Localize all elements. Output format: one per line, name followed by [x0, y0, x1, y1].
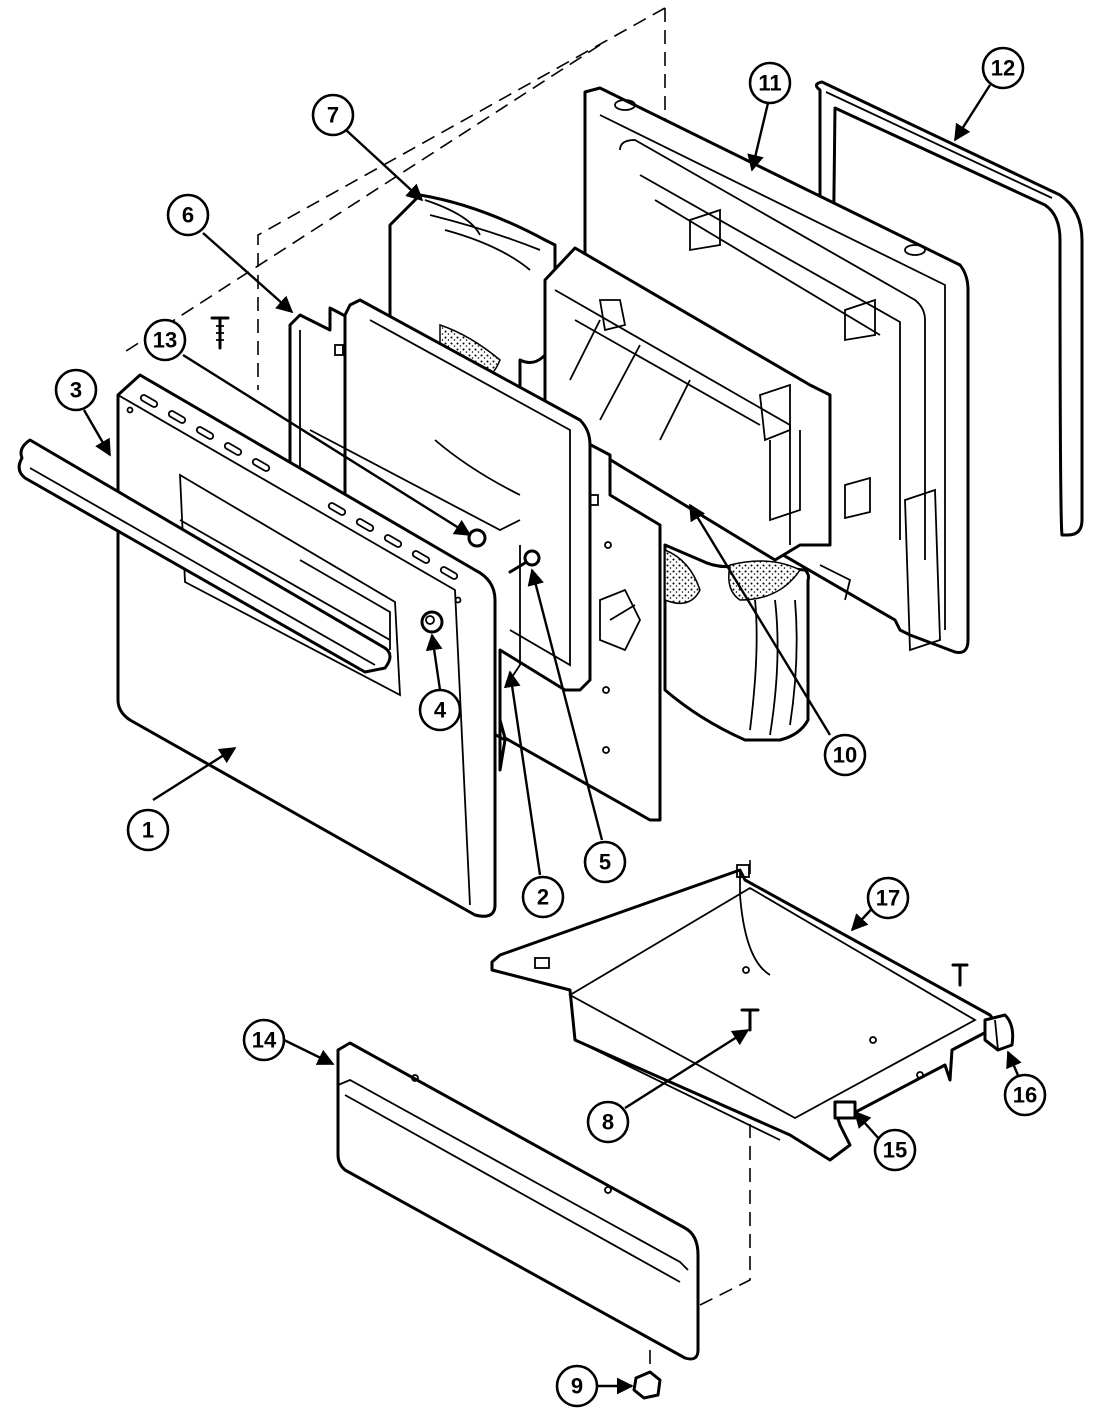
callout-label: 7	[327, 103, 339, 128]
callout-17: 17	[866, 876, 910, 920]
callout-label: 5	[599, 850, 611, 875]
callout-label: 10	[833, 743, 857, 768]
callout-label: 1	[142, 818, 154, 843]
callout-8: 8	[586, 1100, 630, 1144]
callout-3: 3	[54, 368, 98, 412]
side-screw-part	[951, 963, 969, 987]
callout-label: 15	[883, 1138, 907, 1163]
callout-6: 6	[166, 193, 210, 237]
clip-part	[833, 1100, 857, 1120]
leveling-foot-part	[632, 1370, 662, 1400]
tray-screw-part	[740, 1008, 760, 1032]
callout-label: 8	[602, 1110, 614, 1135]
callout-10: 10	[823, 733, 867, 777]
glass-pack-part	[543, 246, 832, 562]
callout-label: 4	[434, 698, 447, 723]
stud-part	[508, 549, 541, 574]
callout-label: 17	[876, 886, 900, 911]
outer-door-part	[116, 373, 497, 918]
callout-1: 1	[126, 808, 170, 852]
callout-11: 11	[748, 61, 792, 105]
callout-label: 12	[991, 56, 1015, 81]
callout-16: 16	[1003, 1073, 1047, 1117]
door-handle-part	[17, 438, 392, 674]
callout-7: 7	[311, 93, 355, 137]
drawer-tray-part	[490, 864, 995, 1162]
callout-14: 14	[242, 1018, 286, 1062]
screw-parts	[210, 316, 487, 548]
callout-label: 11	[758, 71, 781, 96]
bumper-part	[420, 610, 444, 634]
leader-lines	[82, 84, 1022, 1395]
drawer-front-part	[336, 1041, 700, 1361]
callout-label: 9	[571, 1374, 583, 1399]
callout-12: 12	[981, 46, 1025, 90]
callout-label: 16	[1013, 1083, 1037, 1108]
callout-label: 2	[537, 885, 549, 910]
callout-5: 5	[583, 840, 627, 884]
callout-label: 3	[70, 378, 82, 403]
callout-label: 6	[182, 203, 194, 228]
door-gasket-part	[815, 80, 1084, 537]
callout-13: 13	[143, 318, 187, 362]
callout-2: 2	[521, 875, 565, 919]
callout-4: 4	[418, 688, 462, 732]
callout-label: 14	[252, 1028, 277, 1053]
callout-9: 9	[555, 1364, 599, 1408]
door-vents	[139, 394, 459, 580]
drawer-stop-part	[983, 1013, 1015, 1052]
callout-label: 13	[153, 328, 177, 353]
insulation-lower-part	[663, 543, 811, 742]
callout-15: 15	[873, 1128, 917, 1172]
